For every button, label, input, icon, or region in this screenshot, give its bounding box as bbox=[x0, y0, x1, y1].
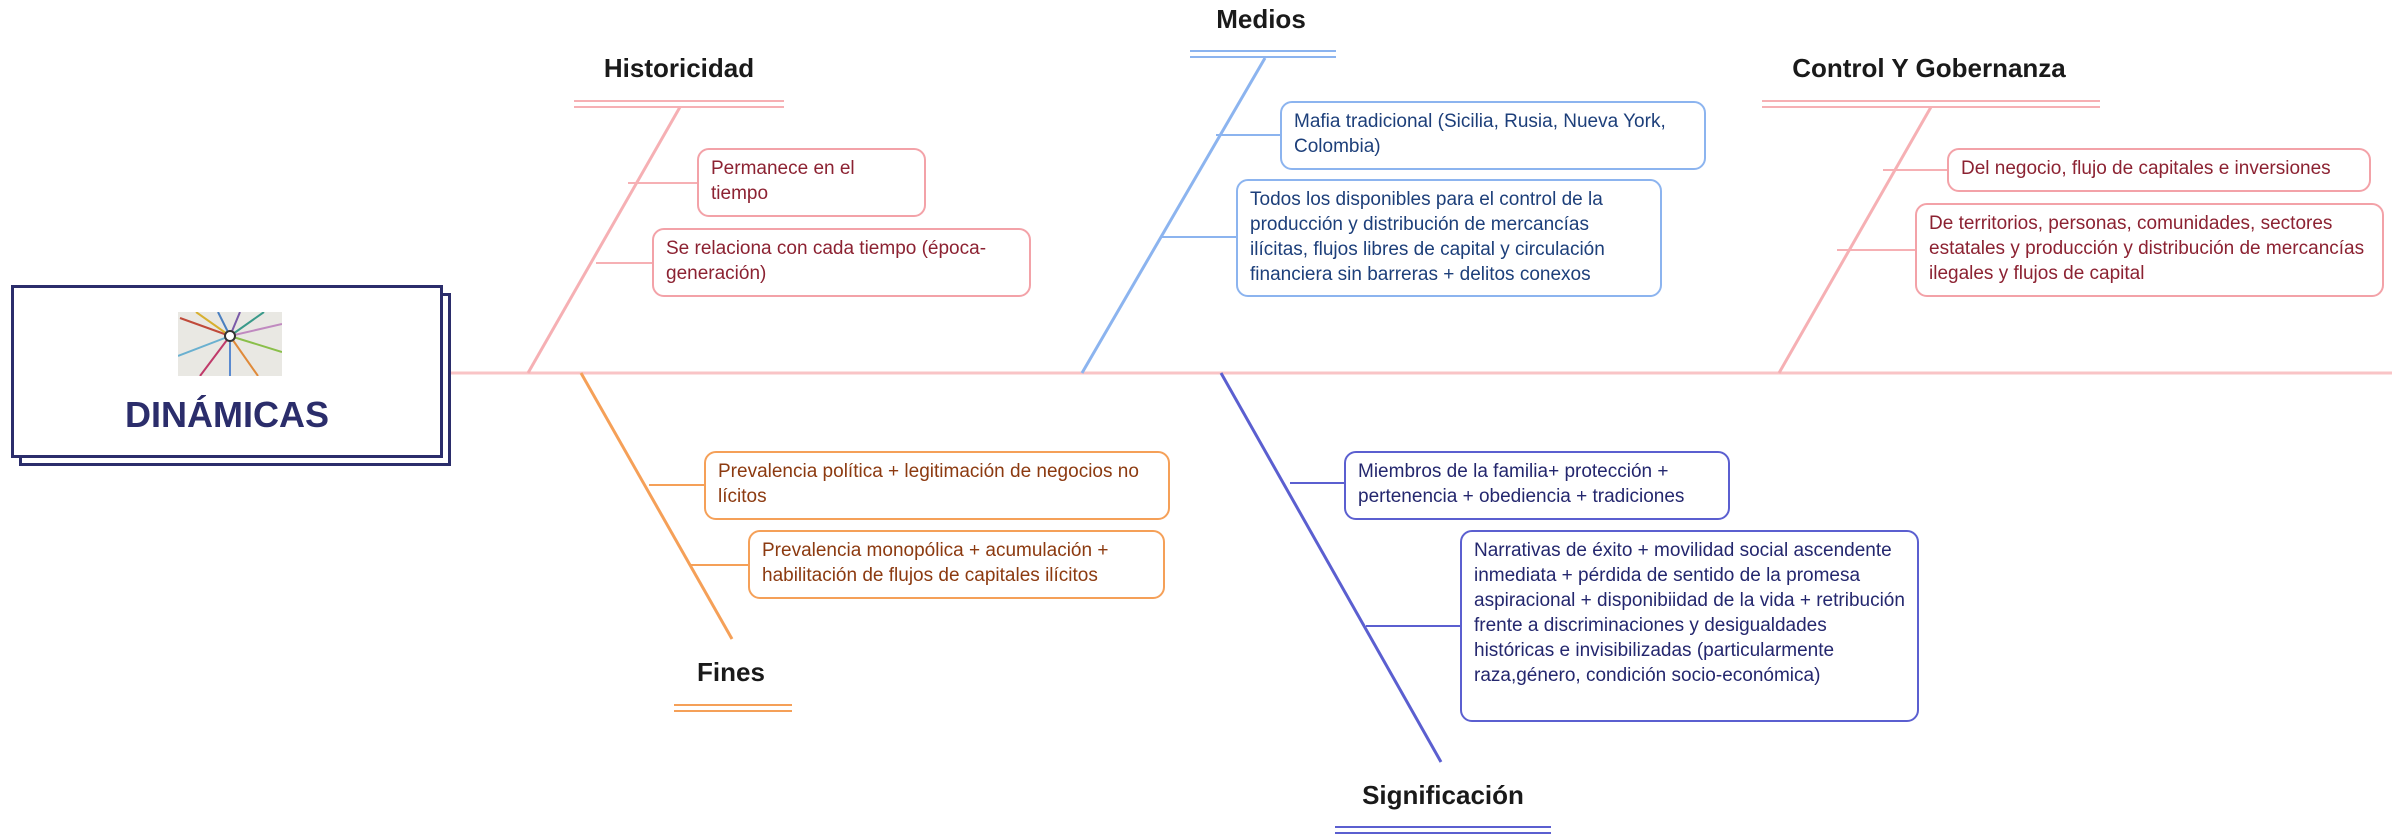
control-branch bbox=[1777, 106, 1933, 374]
significacion-branch bbox=[1219, 372, 1443, 763]
historicidad-branch bbox=[526, 106, 682, 374]
control-node-negocio[interactable]: Del negocio, flujo de capitales e invers… bbox=[1947, 148, 2371, 192]
control-underline bbox=[1762, 100, 2100, 108]
root-card[interactable]: DINÁMICAS bbox=[11, 285, 443, 458]
root-title: DINÁMICAS bbox=[125, 394, 329, 435]
category-historicidad[interactable]: Historicidad bbox=[603, 53, 755, 83]
medios-branch bbox=[1080, 57, 1267, 374]
category-medios[interactable]: Medios bbox=[1216, 4, 1306, 34]
historicidad-underline bbox=[574, 100, 784, 108]
fines-node-politica[interactable]: Prevalencia política + legitimación de n… bbox=[704, 451, 1170, 520]
historicidad-node-permanece[interactable]: Permanece en el tiempo bbox=[697, 148, 926, 217]
significacion-underline bbox=[1335, 826, 1551, 834]
historicidad-node-relaciona[interactable]: Se relaciona con cada tiempo (época-gene… bbox=[652, 228, 1031, 297]
category-control-y-gobernanza[interactable]: Control Y Gobernanza bbox=[1792, 53, 2066, 83]
fines-underline bbox=[674, 704, 792, 712]
control-node-territorios[interactable]: De territorios, personas, comunidades, s… bbox=[1915, 203, 2384, 297]
medios-node-todos[interactable]: Todos los disponibles para el control de… bbox=[1236, 179, 1662, 297]
category-significacion[interactable]: Significación bbox=[1362, 780, 1524, 810]
significacion-node-familia[interactable]: Miembros de la familia+ protección + per… bbox=[1344, 451, 1730, 520]
medios-underline bbox=[1190, 50, 1336, 58]
category-fines[interactable]: Fines bbox=[697, 657, 765, 687]
fines-node-monopolica[interactable]: Prevalencia monopólica + acumulación + h… bbox=[748, 530, 1165, 599]
colored-lines-hub-image bbox=[178, 312, 282, 376]
significacion-node-narrativas[interactable]: Narrativas de éxito + movilidad social a… bbox=[1460, 530, 1919, 722]
fines-branch bbox=[579, 372, 734, 640]
medios-node-mafia[interactable]: Mafia tradicional (Sicilia, Rusia, Nueva… bbox=[1280, 101, 1706, 170]
